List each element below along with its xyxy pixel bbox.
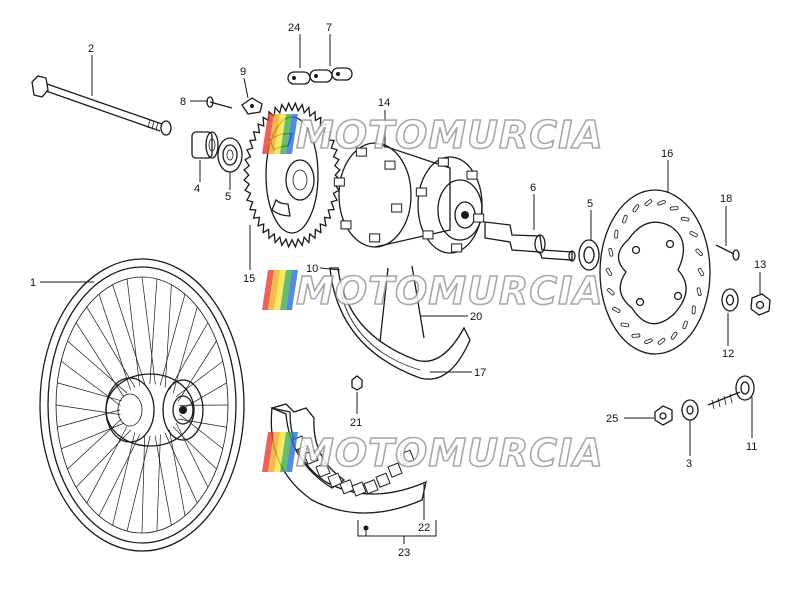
hub-shaft xyxy=(484,221,576,262)
callout-10: 10 xyxy=(306,263,318,275)
callout-23: 23 xyxy=(398,547,410,559)
callout-9: 9 xyxy=(240,66,246,78)
hub-damper-lugs xyxy=(333,147,485,253)
wheel-bearing-left xyxy=(217,137,243,173)
wheel-spokes xyxy=(55,276,229,534)
watermark-middle: MOTOMURCIA xyxy=(262,268,604,314)
callout-4: 4 xyxy=(194,183,200,195)
brake-disc xyxy=(599,189,711,355)
chain-master-link xyxy=(287,67,353,85)
watermark-text-middle: MOTOMURCIA xyxy=(296,269,604,313)
callout-25: 25 xyxy=(606,413,618,425)
callout-8: 8 xyxy=(180,96,186,108)
callout-1: 1 xyxy=(30,277,36,289)
watermark-bottom: MOTOMURCIA xyxy=(262,430,604,476)
watermark-top: MOTOMURCIA xyxy=(262,112,604,158)
callout-15: 15 xyxy=(243,273,255,285)
callout-14: 14 xyxy=(378,97,390,109)
loose-spokes xyxy=(379,265,425,343)
callout-13: 13 xyxy=(754,259,766,271)
lock-plate xyxy=(241,97,263,115)
callout-16: 16 xyxy=(661,148,673,160)
tire-tread-blocks xyxy=(291,435,415,497)
wheel-assembly xyxy=(39,258,245,552)
disc-bolt xyxy=(715,244,740,261)
rim-tape xyxy=(329,267,471,380)
callout-7: 7 xyxy=(326,22,332,34)
callout-12: 12 xyxy=(722,348,734,360)
lock-nut xyxy=(654,405,673,426)
callout-5a: 5 xyxy=(225,191,231,203)
axle-bolt xyxy=(31,75,172,136)
wheel-spacer xyxy=(191,131,219,159)
watermark-layer: MOTOMURCIA MOTOMURCIA MOTOMURCIA xyxy=(262,112,604,476)
callout-11: 11 xyxy=(746,441,757,453)
small-washer xyxy=(681,399,699,421)
callout-17: 17 xyxy=(474,367,486,379)
callout-20: 20 xyxy=(470,311,482,323)
callout-6: 6 xyxy=(530,182,536,194)
chain-adjuster xyxy=(707,375,755,410)
callout-labels: 1 2 3 4 5 5 6 7 8 9 10 11 12 13 14 15 16… xyxy=(30,22,766,559)
callout-21: 21 xyxy=(350,417,362,429)
callout-3: 3 xyxy=(686,458,692,470)
sprocket-bolt xyxy=(206,96,233,109)
tire-section xyxy=(270,403,427,514)
washer xyxy=(721,288,739,312)
watermark-text-bottom: MOTOMURCIA xyxy=(296,431,604,475)
callout-24: 24 xyxy=(288,22,300,34)
callout-22: 22 xyxy=(418,522,430,534)
callout-2: 2 xyxy=(88,43,94,55)
leader-lines xyxy=(40,34,761,544)
valve-nut xyxy=(351,375,363,391)
watermark-text-top: MOTOMURCIA xyxy=(296,113,604,157)
callout-18: 18 xyxy=(720,193,732,205)
rear-hub xyxy=(333,142,485,254)
hex-nut xyxy=(750,293,771,316)
callout-5b: 5 xyxy=(587,198,593,210)
wheel-bearing-right xyxy=(578,239,600,271)
brake-disc-slots xyxy=(605,199,705,345)
